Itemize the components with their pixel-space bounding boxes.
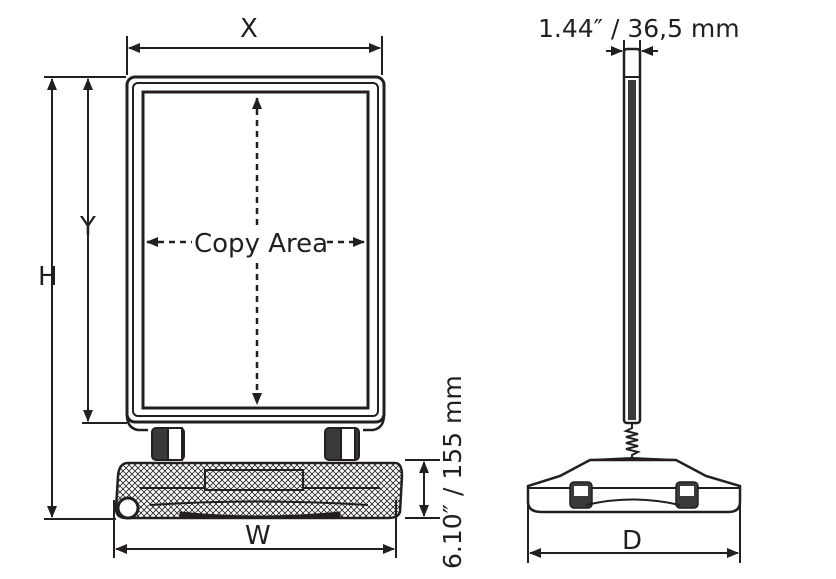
support-legs — [151, 427, 360, 461]
frame-outer — [125, 75, 386, 424]
side-base — [526, 458, 742, 514]
frame-profile — [132, 82, 379, 417]
label-base-height: 6.10″ / 155 mm — [438, 375, 467, 569]
front-view — [114, 75, 404, 520]
label-x: X — [240, 14, 258, 44]
frame-inner — [141, 90, 370, 410]
label-copy-area: Copy Area — [194, 229, 329, 259]
side-view — [526, 47, 742, 514]
front-base — [114, 461, 404, 520]
label-w: W — [245, 521, 271, 551]
label-d: D — [622, 526, 643, 556]
label-h: H — [38, 262, 58, 292]
spring — [623, 423, 641, 458]
label-frame-depth: 1.44″ / 36,5 mm — [538, 14, 740, 43]
side-dimensions — [527, 40, 741, 563]
label-y: Y — [80, 212, 96, 242]
front-dimensions — [44, 36, 440, 558]
